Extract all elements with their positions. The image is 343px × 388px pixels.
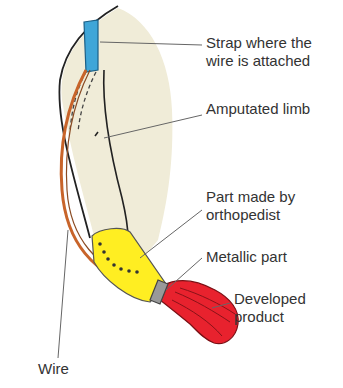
part-label: Metallic part <box>206 248 326 266</box>
part-label: Strap where the wire is attached <box>206 34 338 70</box>
socket-rivets <box>98 242 139 274</box>
part-label: Wire <box>38 360 98 378</box>
hand <box>160 281 238 344</box>
hand-lines <box>172 288 235 336</box>
strap <box>84 20 98 72</box>
limb-outline <box>104 70 128 238</box>
leader-lines <box>58 42 230 358</box>
limb-mark <box>95 132 98 136</box>
part-label: Amputated limb <box>206 100 316 118</box>
metal-ring <box>150 280 168 304</box>
part-label: Developed product <box>234 290 334 326</box>
part-label: Part made by orthopedist <box>206 188 316 224</box>
